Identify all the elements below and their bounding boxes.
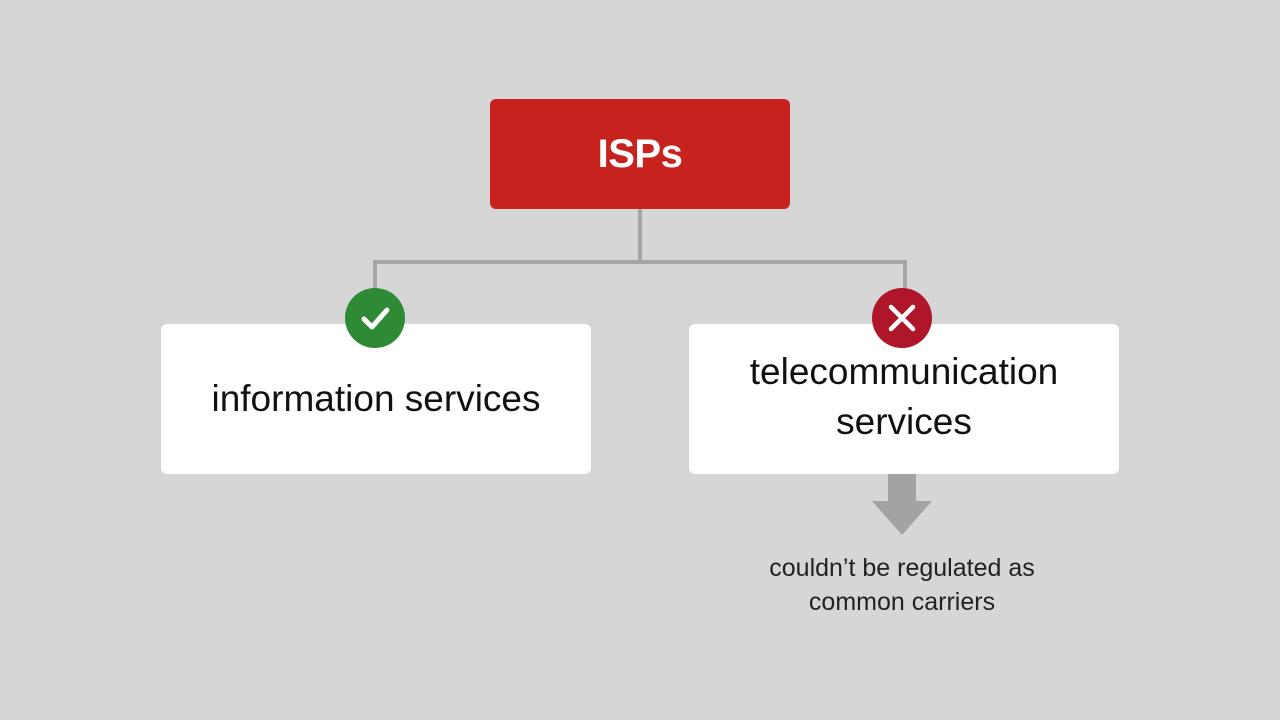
child-node-label: information services (211, 378, 541, 419)
root-node-label: ISPs (597, 131, 683, 176)
child-node-information-services: information services (161, 324, 591, 474)
cross-icon (872, 288, 932, 348)
root-node-isps: ISPs (490, 99, 790, 209)
child-node-label-line1: telecommunication (749, 351, 1059, 392)
consequence-note: couldn’t be regulated as common carriers (702, 551, 1102, 619)
consequence-line1: couldn’t be regulated as (769, 554, 1035, 582)
arrow-down-icon (872, 474, 932, 535)
check-icon (345, 288, 405, 348)
child-node-label: telecommunication services (750, 347, 1058, 447)
consequence-line2: common carriers (808, 588, 996, 616)
child-node-label-line2: services (836, 401, 972, 442)
child-node-telecommunication-services: telecommunication services (689, 324, 1119, 474)
